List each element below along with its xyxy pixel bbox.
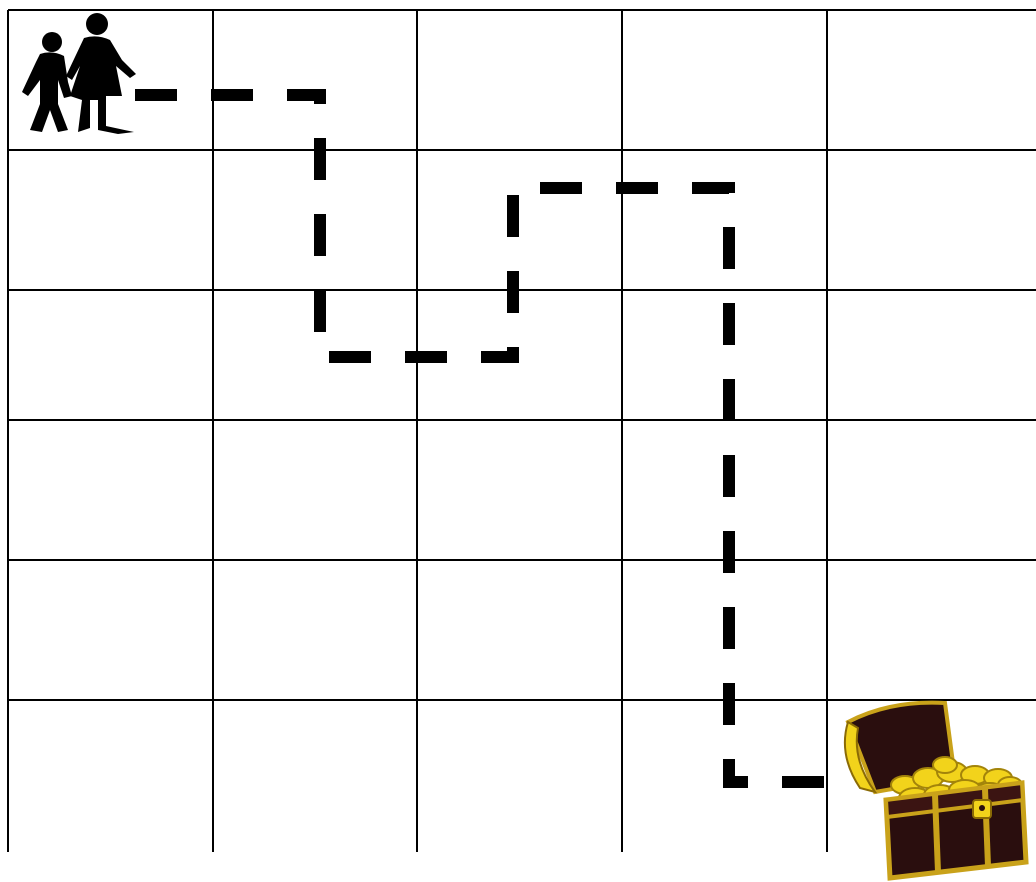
treasure-chest-icon [845, 703, 1026, 878]
children-walking-icon [22, 13, 136, 134]
dashed-path [135, 95, 845, 782]
